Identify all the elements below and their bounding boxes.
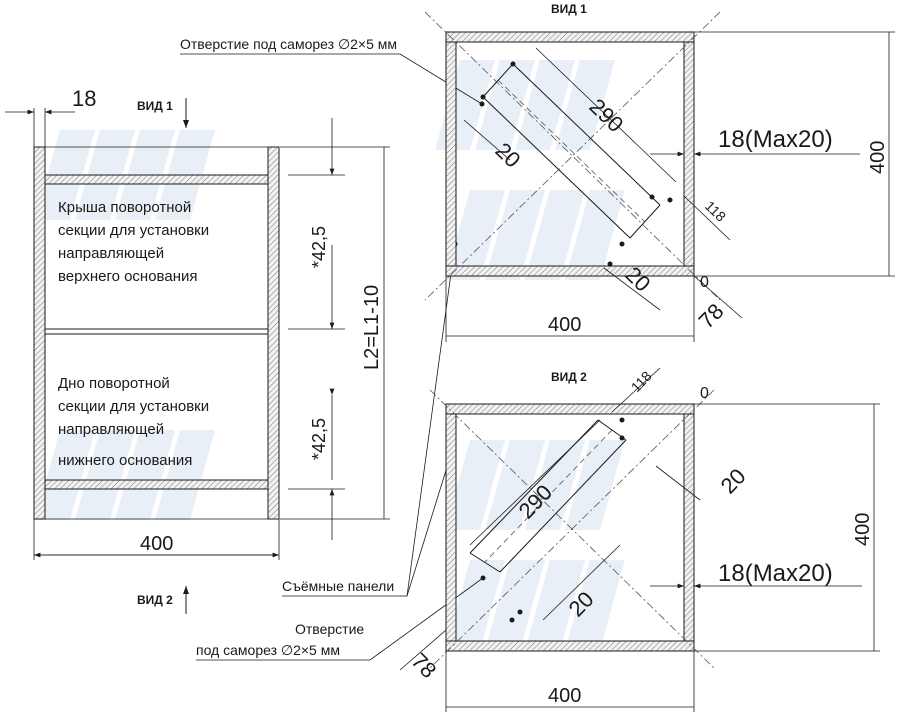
bottom-panel xyxy=(44,479,269,490)
view2-title: ВИД 2 xyxy=(551,370,587,384)
screw-hole-label-bottom-2: под саморез ∅2×5 мм xyxy=(196,642,340,658)
view1-dim-width: 400 xyxy=(548,314,581,336)
view2-top-panel xyxy=(445,403,695,415)
bottom-line-4: нижнего основания xyxy=(58,452,192,469)
view-2: ВИД 2 290 118 20 20 78 0 xyxy=(399,367,880,712)
view2-dim-width: 400 xyxy=(548,685,581,707)
view2-arrow-label: ВИД 2 xyxy=(137,593,173,607)
dim-42-5-upper: *42,5 xyxy=(309,226,329,268)
roof-line-4: верхнего основания xyxy=(58,268,198,285)
view2-right-panel xyxy=(683,413,695,642)
left-side-panel xyxy=(33,146,46,520)
dim-400-side: 400 xyxy=(140,533,173,555)
roof-line-3: направляющей xyxy=(58,245,164,262)
view1-dim-78: 78 xyxy=(694,298,729,333)
view2-dim-height: 400 xyxy=(852,513,874,546)
side-view: 18 ВИД 1 ВИД 2 Крыша поворотной секции д… xyxy=(5,86,390,614)
right-side-panel xyxy=(267,146,280,520)
removable-panels-label: Съёмные панели xyxy=(282,578,394,594)
view-1: ВИД 1 290 20 118 20 78 xyxy=(424,2,895,342)
screw-hole-label-bottom-1: Отверстие xyxy=(295,621,364,637)
view1-bottom-panel xyxy=(445,265,695,277)
bottom-line-2: секции для установки xyxy=(58,398,209,415)
watermark xyxy=(35,60,625,650)
dim-18-top: 18 xyxy=(72,86,96,111)
dim-42-5-lower: *42,5 xyxy=(309,418,329,460)
roof-line-1: Крыша поворотной xyxy=(58,199,191,216)
view2-dim-18max20: 18(Max20) xyxy=(718,560,833,587)
view2-dim-78: 78 xyxy=(406,648,441,683)
leaders: Отверстие под саморез ∅2×5 мм Съёмные па… xyxy=(180,36,486,661)
roof-panel xyxy=(44,174,269,185)
roof-line-2: секции для установки xyxy=(58,222,209,239)
view1-right-panel xyxy=(683,41,695,267)
view2-dim-118: 118 xyxy=(628,368,655,395)
view1-top-panel xyxy=(445,31,695,43)
view1-dim-18max20: 18(Max20) xyxy=(718,126,833,153)
view2-dim-20-right: 20 xyxy=(716,463,751,498)
bottom-description: Дно поворотной секции для установки напр… xyxy=(58,375,213,469)
view1-left-panel xyxy=(445,41,457,267)
view1-title: ВИД 1 xyxy=(551,2,587,16)
view1-origin: 0 xyxy=(700,274,709,291)
roof-description: Крыша поворотной секции для установки на… xyxy=(58,199,213,285)
view1-dim-height: 400 xyxy=(867,141,889,174)
bottom-line-3: направляющей xyxy=(58,421,164,438)
dim-l2: L2=L1-10 xyxy=(361,285,383,370)
view1-dim-118: 118 xyxy=(702,198,729,225)
view1-arrow-label: ВИД 1 xyxy=(137,99,173,113)
view2-left-panel xyxy=(445,413,457,642)
view2-origin: 0 xyxy=(700,385,709,402)
screw-hole-label-top: Отверстие под саморез ∅2×5 мм xyxy=(180,36,397,52)
bottom-line-1: Дно поворотной xyxy=(58,375,170,392)
view2-bottom-panel xyxy=(445,640,695,652)
